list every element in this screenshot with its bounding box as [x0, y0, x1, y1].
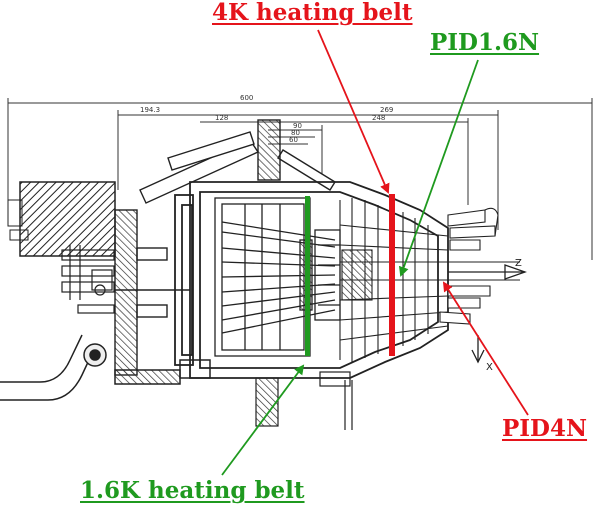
dim-60: 60 — [289, 136, 298, 144]
dim-overall: 600 — [240, 94, 253, 102]
axis-x — [471, 335, 485, 364]
axis-z-label: Z — [515, 258, 522, 269]
arrow-pid4n — [442, 281, 529, 416]
inner-cage — [214, 197, 341, 357]
heating-belt-4k-bar — [389, 194, 395, 356]
label-4k-heating-belt: 4K heating belt — [212, 0, 413, 26]
upper-struts — [139, 119, 336, 204]
dim-194: 194.3 — [140, 106, 160, 114]
dim-248: 248 — [372, 114, 385, 122]
arrow-pid1-6n — [398, 59, 479, 277]
bottom-pipe — [0, 334, 211, 401]
dim-90: 90 — [293, 122, 302, 130]
right-bars — [439, 207, 499, 325]
bottom-support — [255, 371, 353, 430]
label-1-6k-heating-belt: 1.6K heating belt — [80, 477, 305, 504]
left-parts — [61, 245, 115, 314]
axis-x-label: X — [486, 362, 493, 373]
dim-80: 80 — [291, 129, 300, 137]
heating-belt-1-6k-bar — [305, 196, 310, 356]
frame-plate — [114, 209, 190, 376]
dim-128: 128 — [215, 114, 228, 122]
dim-269: 269 — [380, 106, 393, 114]
axis-z — [448, 264, 527, 280]
arrow-4k-heating-belt — [317, 29, 390, 194]
right-internals — [339, 198, 520, 362]
label-pid4n: PID4N — [502, 415, 588, 442]
left-support-block — [7, 181, 116, 257]
arrow-1-6k-heating-belt — [221, 364, 305, 476]
vessel-outline — [174, 181, 449, 379]
dimension-labels: 600 194.3 269 128 248 90 80 60 — [140, 94, 393, 144]
label-pid1-6n: PID1.6N — [430, 29, 540, 56]
